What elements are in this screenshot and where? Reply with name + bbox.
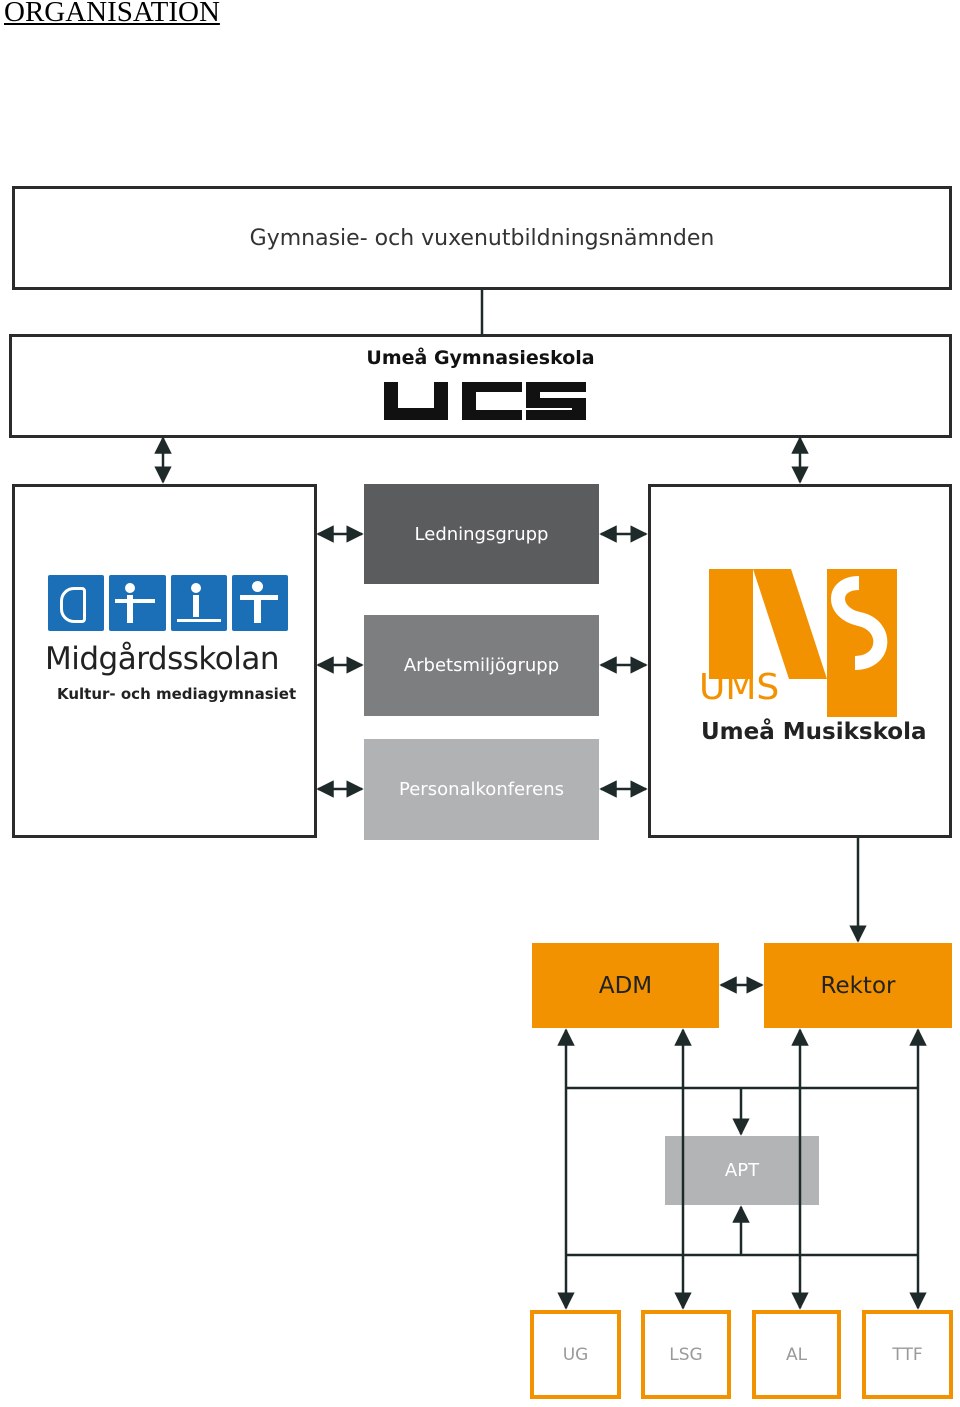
musikskola-logo: UMS (699, 569, 897, 717)
unit-ttf: TTF (862, 1310, 953, 1399)
unit-al: AL (752, 1310, 841, 1399)
pictogram-music-icon (109, 575, 166, 631)
arbetsmiljogrupp-box: Arbetsmiljögrupp (364, 615, 599, 716)
unit-ttf-label: TTF (892, 1344, 923, 1365)
musikskola-logo-text: UMS (699, 667, 779, 708)
musikskola-name: Umeå Musikskola (701, 719, 927, 745)
adm-box: ADM (532, 943, 719, 1028)
midgardsskolan-subtitle: Kultur- och mediagymnasiet (57, 685, 297, 703)
board-box: Gymnasie- och vuxenutbildningsnämnden (12, 186, 952, 290)
musikskola-box: UMS Umeå Musikskola (648, 484, 952, 838)
apt-label: APT (724, 1160, 760, 1181)
ugs-box: Umeå Gymnasieskola (9, 334, 952, 438)
ledningsgrupp-label: Ledningsgrupp (414, 523, 549, 545)
midgardsskolan-name: Midgårdsskolan (45, 641, 279, 677)
unit-lsg-label: LSG (669, 1344, 703, 1365)
unit-ug: UG (530, 1310, 621, 1399)
ledningsgrupp-box: Ledningsgrupp (364, 484, 599, 584)
pictogram-art-icon (48, 575, 105, 631)
arbetsmiljogrupp-label: Arbetsmiljögrupp (403, 655, 560, 676)
board-title: Gymnasie- och vuxenutbildningsnämnden (249, 225, 715, 251)
unit-al-label: AL (785, 1344, 808, 1365)
unit-ug-label: UG (562, 1344, 589, 1365)
ugs-logo (384, 382, 586, 420)
adm-label: ADM (598, 972, 653, 999)
page-heading: ORGANISATION (4, 0, 220, 28)
rektor-box: Rektor (764, 943, 952, 1028)
ugs-name: Umeå Gymnasieskola (366, 347, 595, 369)
pictogram-theatre-icon (231, 575, 288, 631)
personalkonferens-label: Personalkonferens (399, 779, 564, 800)
personalkonferens-box: Personalkonferens (364, 739, 599, 840)
rektor-label: Rektor (820, 972, 896, 999)
unit-lsg: LSG (641, 1310, 731, 1399)
pictogram-dance-icon (170, 575, 227, 631)
midgardsskolan-pictograms (48, 575, 288, 631)
midgardsskolan-box: Midgårdsskolan Kultur- och mediagymnasie… (12, 484, 317, 838)
